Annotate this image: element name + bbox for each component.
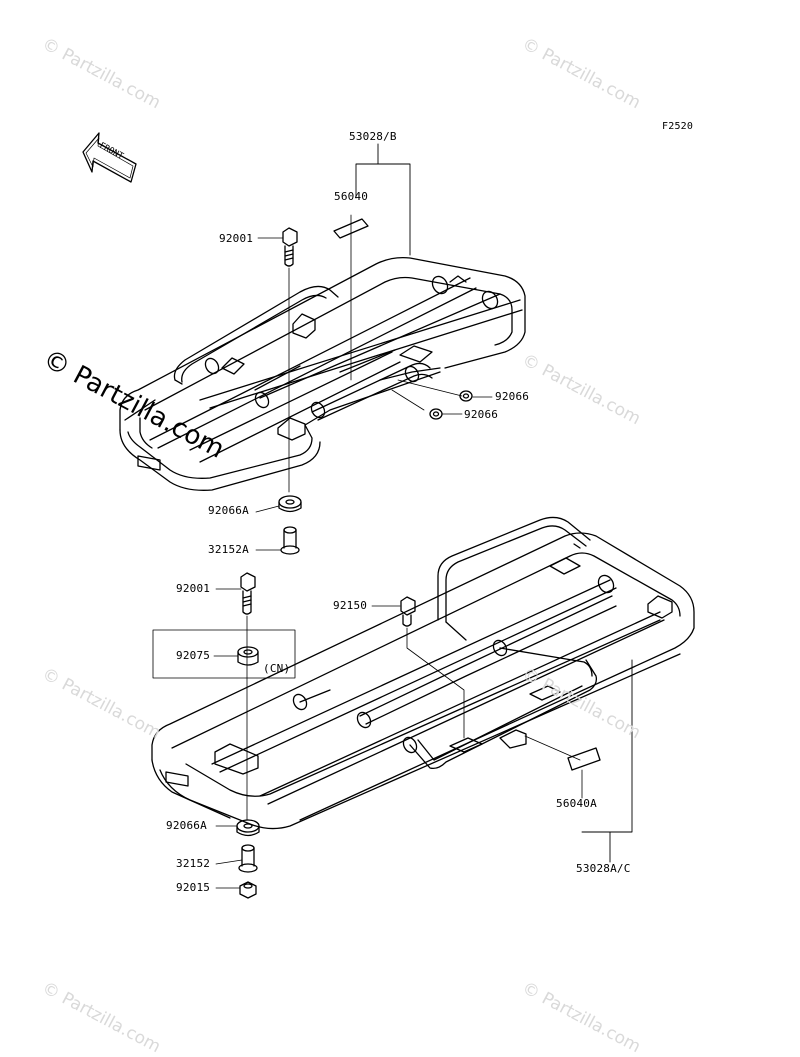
part-label-92066-a: 92066 — [495, 390, 530, 403]
damper-92066A-top — [278, 495, 302, 513]
lower-carrier-rack — [151, 516, 695, 830]
collar-32152 — [238, 844, 258, 873]
part-label-53028AC: 53028A/C — [576, 862, 631, 875]
part-label-92075: 92075 — [176, 649, 211, 662]
part-label-92066A-top: 92066A — [208, 504, 249, 517]
grommet-92075 — [237, 646, 259, 666]
part-label-92150: 92150 — [333, 599, 368, 612]
bolt-92001-bottom — [240, 572, 256, 615]
part-label-32152: 32152 — [176, 857, 211, 870]
front-arrow-icon — [82, 132, 137, 183]
part-label-92001-bottom: 92001 — [176, 582, 211, 595]
bolt-92150 — [400, 596, 416, 627]
cn-option-box — [152, 629, 296, 679]
nut-92066-a — [459, 390, 473, 402]
front-label: FRONT — [98, 141, 125, 162]
bolt-92001-top — [282, 227, 298, 267]
part-label-92015: 92015 — [176, 881, 211, 894]
figure-code: F2520 — [662, 121, 694, 132]
part-label-92066A-bottom: 92066A — [166, 819, 207, 832]
part-label-53028B: 53028/B — [349, 130, 397, 143]
collar-32152A — [280, 526, 300, 555]
part-label-56040A: 56040A — [556, 797, 597, 810]
damper-92066A-bottom — [236, 819, 260, 837]
label-decal-56040 — [333, 218, 369, 239]
part-label-56040: 56040 — [334, 190, 369, 203]
part-label-32152A: 32152A — [208, 543, 249, 556]
part-label-92066-b: 92066 — [464, 408, 499, 421]
part-label-92001-top: 92001 — [219, 232, 254, 245]
label-decal-56040A — [567, 747, 601, 771]
nut-92066-b — [429, 408, 443, 420]
nut-92015 — [239, 881, 257, 899]
cn-note: (CN) — [263, 662, 291, 675]
upper-carrier-rack — [119, 256, 526, 491]
